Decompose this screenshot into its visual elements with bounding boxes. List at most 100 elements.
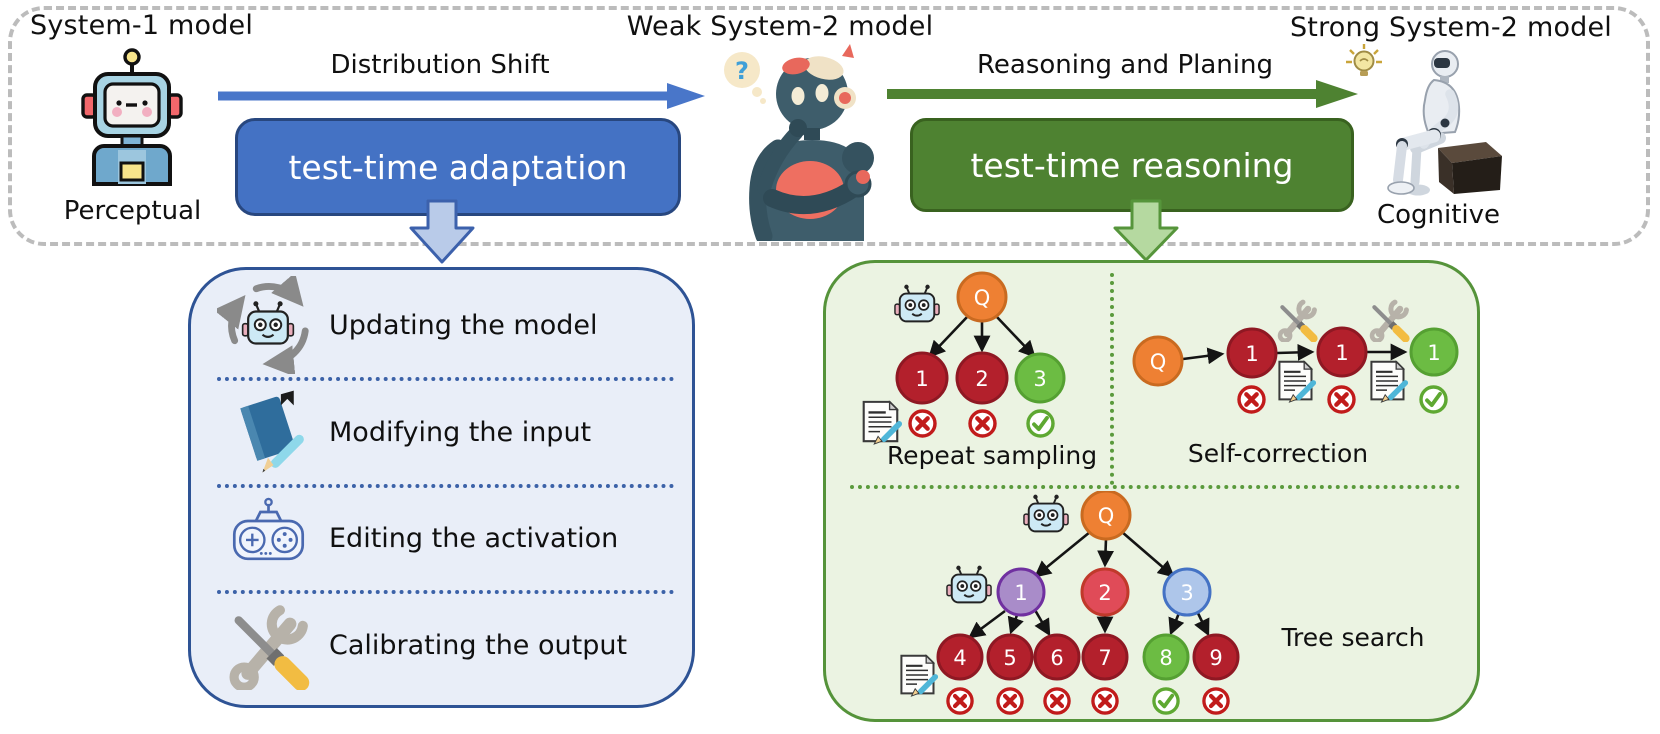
adaptation-item-label: Editing the activation	[329, 523, 619, 555]
book-pencil-icon	[240, 390, 304, 473]
node-question: Q	[1080, 491, 1132, 541]
thought-question-mark: ?	[735, 57, 749, 85]
wrong-icon	[970, 411, 995, 436]
self-correction-label: Self-correction	[1187, 439, 1369, 468]
wrong-icon	[1093, 689, 1117, 713]
distribution-shift-arrow	[218, 83, 705, 109]
test-time-reasoning-box: test-time reasoning	[910, 118, 1354, 212]
dotted-separator	[217, 376, 674, 381]
system1-title: System-1 model	[30, 10, 254, 41]
repeat-sampling-label: Repeat sampling	[886, 441, 1098, 470]
svg-text:2: 2	[1098, 581, 1111, 605]
node-question: Q	[1132, 335, 1184, 387]
svg-text:1: 1	[1014, 581, 1027, 605]
vertical-divider	[1110, 273, 1114, 485]
leaf-node: 5	[986, 633, 1034, 681]
perceptual-caption: Perceptual	[63, 196, 202, 226]
correct-icon	[1419, 385, 1448, 414]
wrong-icon	[998, 689, 1022, 713]
game-controller-icon	[232, 497, 304, 561]
perceptual-robot-illustration	[81, 48, 183, 186]
reasoning-planing-label: Reasoning and Planing	[977, 50, 1273, 80]
distribution-shift-label: Distribution Shift	[330, 50, 550, 80]
svg-text:Q: Q	[1098, 504, 1115, 528]
wrong-icon	[1204, 689, 1228, 713]
svg-text:3: 3	[1180, 581, 1193, 605]
svg-text:1: 1	[1245, 342, 1258, 366]
wrong-icon	[948, 689, 972, 713]
revision-node: 1	[1409, 327, 1459, 377]
test-time-reasoning-label: test-time reasoning	[970, 145, 1294, 185]
horizontal-divider	[850, 485, 1460, 489]
wrong-icon	[1239, 387, 1264, 412]
tools-icon	[1280, 302, 1314, 341]
crossed-tools-icon	[224, 602, 312, 690]
svg-text:Q: Q	[974, 286, 991, 310]
svg-text:Q: Q	[1150, 350, 1167, 374]
adaptation-item-calibrating: Calibrating the output	[207, 594, 682, 697]
tools-icon	[1372, 302, 1406, 341]
robot-icon	[946, 565, 992, 604]
adaptation-item-updating: Updating the model	[207, 274, 682, 377]
svg-text:5: 5	[1003, 646, 1016, 670]
robot-refresh-icon	[217, 276, 309, 375]
adaptation-panel: Updating the model Modifying the input	[188, 267, 695, 708]
wrong-icon	[1329, 387, 1354, 412]
svg-text:9: 9	[1209, 646, 1222, 670]
svg-text:7: 7	[1098, 646, 1111, 670]
weak-system2-title: Weak System-2 model	[626, 11, 934, 42]
leaf-node: 4	[936, 633, 984, 681]
svg-text:4: 4	[953, 646, 966, 670]
branch-node: 2	[1080, 567, 1130, 617]
adaptation-item-label: Modifying the input	[329, 416, 592, 448]
adaptation-item-editing: Editing the activation	[207, 488, 682, 591]
wrong-icon	[910, 411, 935, 436]
memo-icon	[1279, 362, 1313, 402]
memo-icon	[864, 402, 899, 444]
blue-down-arrow	[409, 199, 475, 264]
adaptation-item-label: Updating the model	[329, 309, 598, 341]
reasoning-arrow	[887, 80, 1358, 108]
revision-node: 1	[1226, 327, 1278, 379]
strong-system2-title: Strong System-2 model	[1289, 12, 1613, 43]
leaf-node: 9	[1192, 633, 1240, 681]
tree-search-label: Tree search	[1281, 623, 1425, 652]
thinking-robot-illustration: ?	[724, 44, 874, 241]
leaf-node: 6	[1033, 633, 1081, 681]
svg-text:3: 3	[1033, 367, 1046, 391]
revision-node: 1	[1316, 326, 1368, 378]
svg-text:2: 2	[975, 367, 988, 391]
adaptation-item-label: Calibrating the output	[329, 630, 628, 662]
sample-node: 3	[1014, 352, 1066, 404]
robot-icon	[1023, 494, 1069, 533]
sample-node: 2	[955, 351, 1009, 405]
repeat-sampling-diagram: Q 1 2 3	[856, 271, 1066, 447]
tree-search-diagram: Q 1 2 3 4 5 6 7	[886, 491, 1240, 721]
correct-icon	[1026, 409, 1055, 438]
correct-icon	[1152, 687, 1180, 715]
green-down-arrow	[1113, 199, 1179, 262]
svg-text:8: 8	[1159, 646, 1172, 670]
wrong-icon	[1045, 689, 1069, 713]
test-time-adaptation-box: test-time adaptation	[235, 118, 681, 216]
leaf-node: 8	[1142, 633, 1190, 681]
svg-text:1: 1	[915, 367, 928, 391]
sample-node: 1	[895, 351, 949, 405]
self-correction-diagram: Q 1 1 1	[1132, 283, 1459, 435]
adaptation-item-modifying: Modifying the input	[207, 381, 682, 484]
test-time-adaptation-label: test-time adaptation	[288, 147, 628, 187]
leaf-node: 7	[1081, 633, 1129, 681]
memo-icon	[1371, 362, 1405, 402]
branch-node: 3	[1162, 567, 1212, 617]
node-question: Q	[956, 271, 1008, 323]
dotted-separator	[217, 590, 674, 595]
lightbulb-icon	[1346, 44, 1382, 76]
robot-icon	[894, 284, 940, 323]
svg-text:1: 1	[1335, 341, 1348, 365]
svg-text:6: 6	[1050, 646, 1063, 670]
dotted-separator	[217, 483, 674, 488]
reasoning-panel: Q 1 2 3 Repeat sampling Q 1	[823, 260, 1480, 722]
cognitive-robot-illustration	[1346, 44, 1502, 196]
branch-node: 1	[996, 567, 1046, 617]
cognitive-caption: Cognitive	[1376, 200, 1501, 230]
